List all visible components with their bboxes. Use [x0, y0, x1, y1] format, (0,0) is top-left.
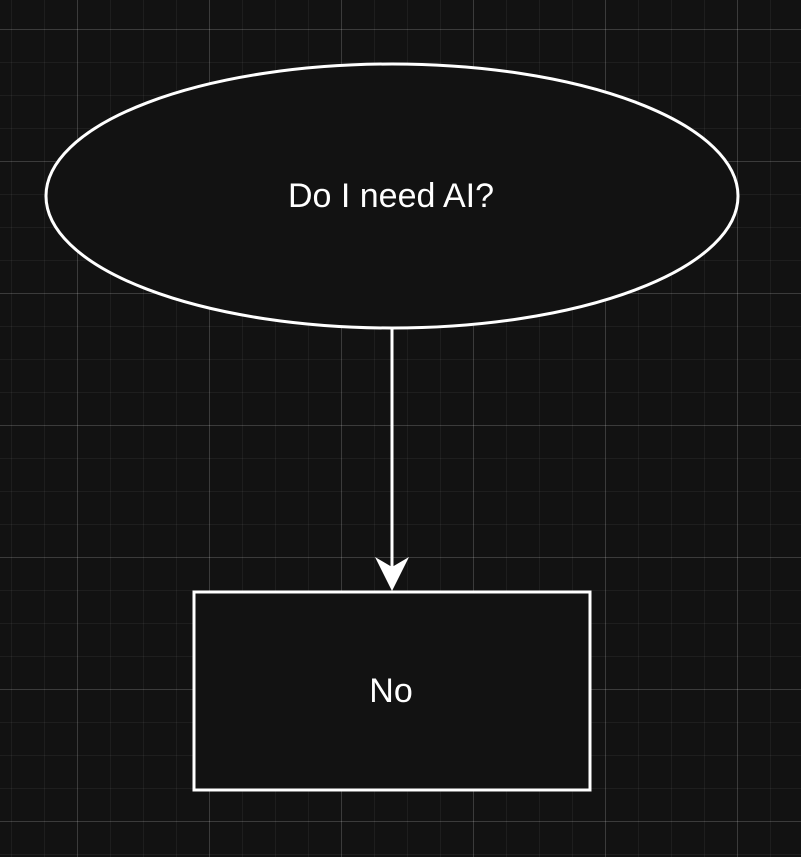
node-question[interactable]: Do I need AI? — [44, 62, 740, 330]
node-answer-label: No — [369, 672, 412, 710]
node-answer[interactable]: No — [192, 590, 592, 792]
ellipse-shape[interactable] — [44, 62, 740, 330]
rectangle-shape[interactable] — [192, 590, 592, 792]
edge-question-to-answer[interactable] — [375, 328, 409, 591]
node-question-label: Do I need AI? — [288, 177, 494, 215]
arrowhead-icon — [375, 557, 409, 591]
